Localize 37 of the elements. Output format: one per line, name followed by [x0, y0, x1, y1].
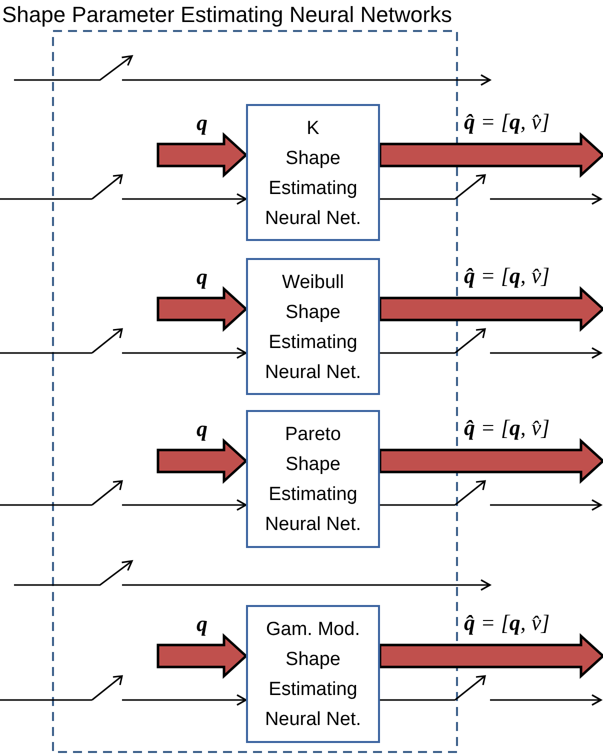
edge-label: q	[196, 110, 208, 136]
arrow	[0, 328, 247, 359]
edge-label: q̂ = [q, v̂]	[464, 610, 550, 636]
box-text: Shape Estimating Neural Net.	[264, 147, 362, 231]
edge-label: q	[196, 264, 208, 290]
edge-label: q	[196, 416, 208, 442]
process-box	[246, 410, 380, 548]
arrow	[379, 328, 602, 359]
box-title: Gam. Mod.	[265, 618, 361, 642]
process-box	[246, 258, 380, 395]
frame-title: Shape Parameter Estimating Neural Networks	[2, 2, 452, 28]
edge-label: q̂ = [q, v̂]	[464, 415, 550, 441]
block-arrow	[378, 633, 603, 679]
block-arrow	[378, 132, 603, 178]
box-text: Shape Estimating Neural Net.	[264, 301, 362, 385]
box-title: Pareto	[284, 423, 342, 447]
box-title: Weibull	[281, 271, 345, 295]
arrow	[0, 174, 247, 205]
block-arrow	[156, 286, 248, 332]
process-box	[246, 104, 380, 241]
process-box	[246, 605, 380, 743]
box-text: Shape Estimating Neural Net.	[264, 453, 362, 537]
edge-label: q̂ = [q, v̂]	[464, 263, 550, 289]
block-arrow	[378, 438, 603, 484]
box-text: Shape Estimating Neural Net.	[264, 648, 362, 732]
arrow	[379, 480, 602, 511]
arrow	[0, 675, 247, 706]
arrow	[379, 675, 602, 706]
edge-label: q̂ = [q, v̂]	[464, 109, 550, 135]
box-title: K	[306, 117, 320, 141]
block-arrow	[156, 132, 248, 178]
block-arrow	[378, 286, 603, 332]
block-arrow	[156, 633, 248, 679]
edge-label: q	[196, 611, 208, 637]
block-arrow	[156, 438, 248, 484]
arrow	[379, 174, 602, 205]
arrow	[0, 480, 247, 511]
